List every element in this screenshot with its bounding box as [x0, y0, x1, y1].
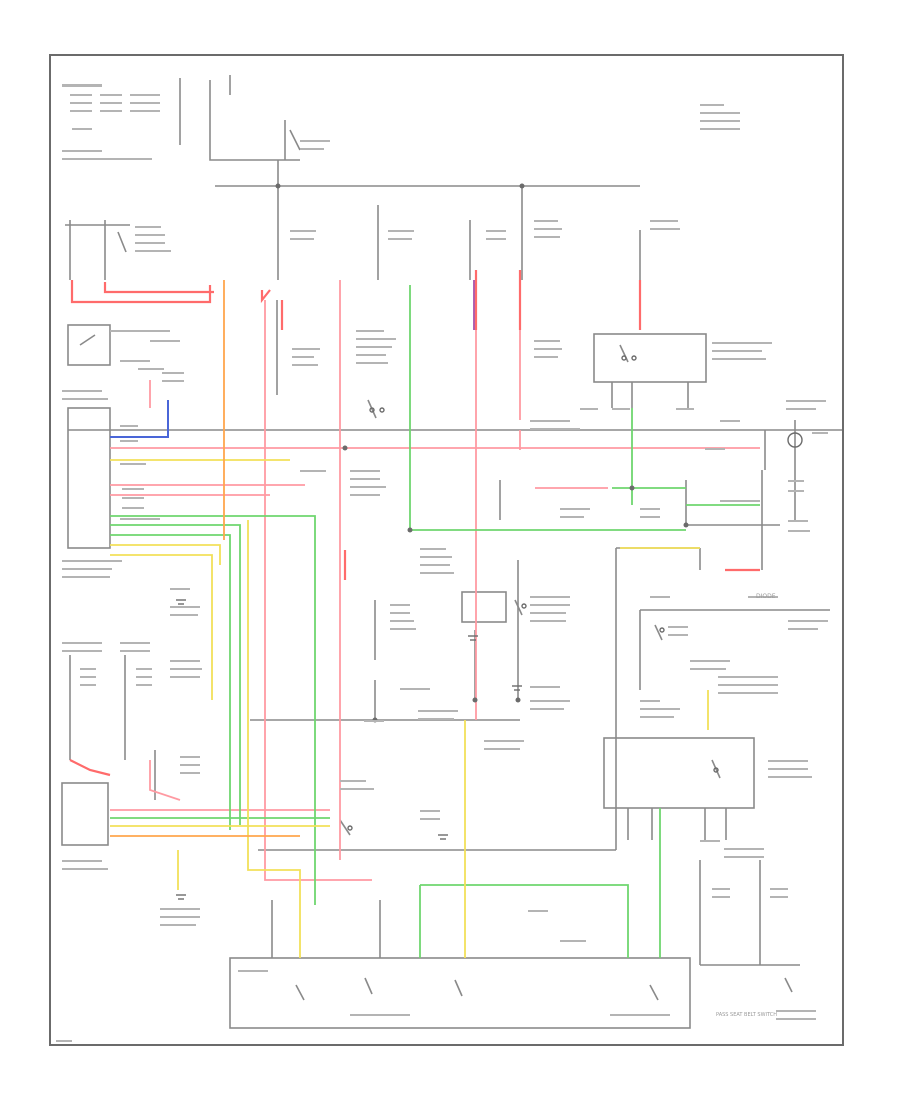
junction-dots [275, 183, 803, 723]
red-wires [69, 270, 760, 777]
diagram-border [49, 54, 844, 1046]
ground-symbols [176, 599, 522, 900]
green-wires [110, 285, 760, 958]
blue-wires [110, 400, 169, 438]
text-blocks [56, 84, 828, 1042]
orange-wires [110, 280, 300, 837]
black-wires [61, 75, 842, 1029]
yellow-wires [110, 459, 709, 958]
pink-wires [110, 280, 760, 881]
switch-icon [347, 355, 719, 831]
pass-seat-belt-switch-label: PASS SEAT BELT SWITCH [716, 1012, 777, 1018]
diode-label: DIODE [756, 593, 776, 600]
